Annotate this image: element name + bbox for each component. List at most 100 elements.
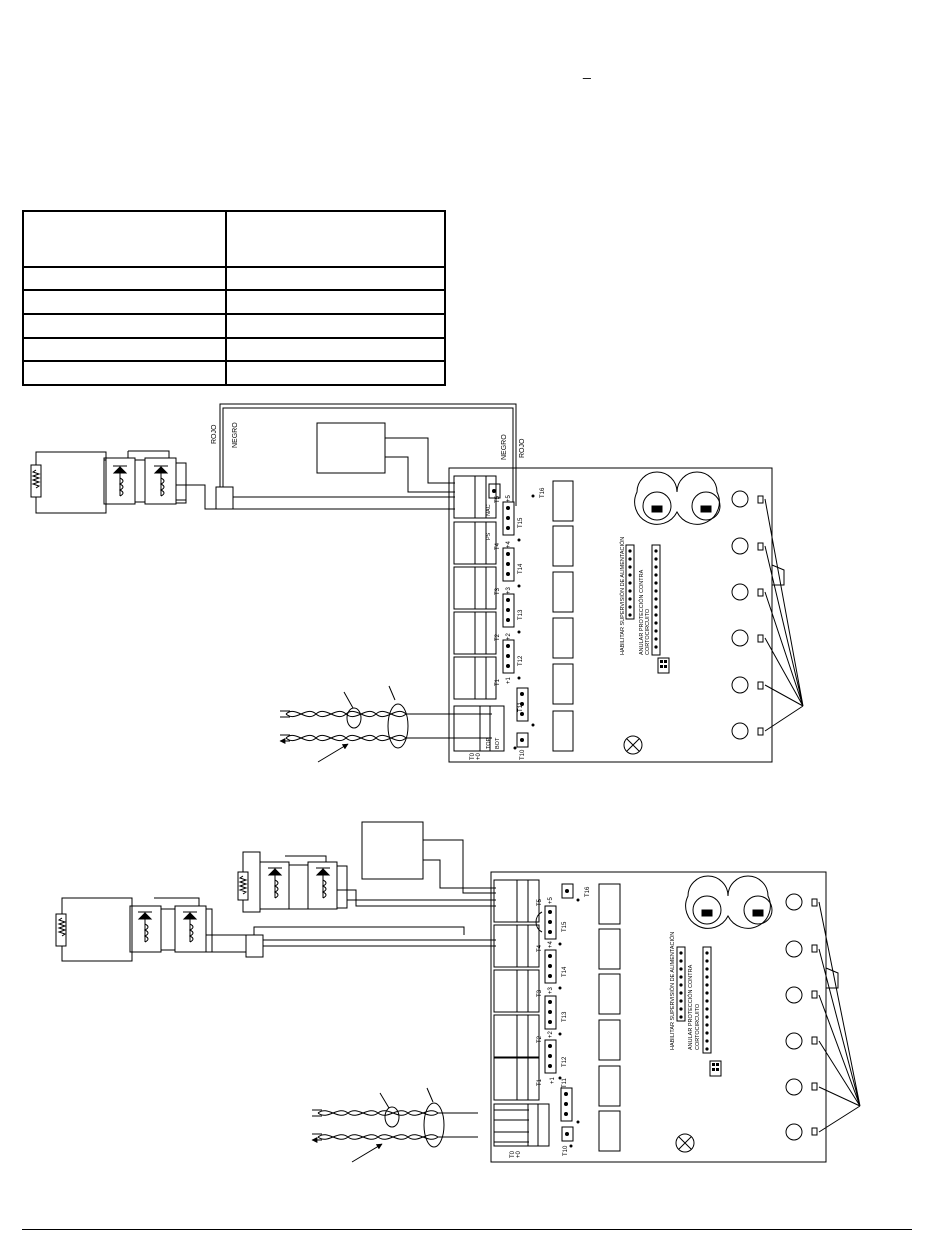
table-row bbox=[22, 312, 446, 339]
table-cell bbox=[225, 210, 446, 268]
pin-label: TOP bbox=[486, 737, 492, 749]
diode-icon bbox=[267, 867, 283, 898]
terminal-label: T11 bbox=[562, 1077, 568, 1088]
terminal-blocks bbox=[493, 879, 550, 1147]
eol-device bbox=[237, 851, 261, 913]
power-supply-box bbox=[361, 821, 424, 880]
table-cell bbox=[22, 336, 227, 363]
control-board bbox=[448, 467, 773, 763]
eol-device bbox=[30, 451, 107, 514]
diagram-top-labels: ROJO NEGRO NEGRO ROJO T16 T5 T15 T4 T14 … bbox=[211, 422, 651, 760]
table-cell bbox=[22, 360, 227, 386]
control-board bbox=[490, 871, 827, 1163]
terminal-label: T13 bbox=[518, 609, 524, 620]
module-text: CORTOCIRCUITO bbox=[695, 1003, 701, 1050]
header-pins bbox=[492, 489, 535, 750]
coil-icon bbox=[143, 923, 149, 943]
header-pins bbox=[548, 889, 580, 1148]
diagram-top bbox=[30, 403, 804, 763]
terminal-label: T15 bbox=[518, 517, 524, 528]
rotary-switches bbox=[634, 471, 721, 525]
terminal-label: T16 bbox=[585, 886, 591, 897]
table-cell bbox=[22, 210, 227, 268]
diode-module bbox=[307, 861, 338, 910]
wire-label: ROJO bbox=[519, 438, 526, 458]
table-row bbox=[22, 360, 446, 386]
power-supply-box bbox=[316, 422, 386, 474]
terminal-label: T10 bbox=[563, 1145, 569, 1156]
led-indicators bbox=[731, 490, 804, 740]
dip-switch-columns bbox=[676, 946, 722, 1077]
terminal-label: T3 bbox=[495, 587, 501, 595]
terminal-label: T15 bbox=[562, 921, 568, 932]
plus-label: +3 bbox=[506, 586, 512, 594]
terminal-label: T10 bbox=[520, 749, 526, 760]
led-indicators bbox=[785, 893, 861, 1141]
plus-label: +4 bbox=[548, 940, 554, 948]
spec-table bbox=[22, 210, 446, 386]
module-text: HABILITAR SUPERVISIÓN DE ALIMENTACIÓN bbox=[619, 537, 626, 655]
table-cell bbox=[225, 265, 446, 292]
diode-module bbox=[103, 457, 136, 505]
coil-icon bbox=[188, 923, 194, 943]
resistor-icon bbox=[57, 917, 67, 937]
plus-label: +1 bbox=[550, 1076, 556, 1084]
pin-label: NAC bbox=[486, 504, 492, 516]
table-header-row bbox=[22, 210, 446, 268]
table-cell bbox=[22, 265, 227, 292]
plus-label: +1 bbox=[506, 676, 512, 684]
terminal-label: T1 bbox=[537, 1078, 543, 1086]
resistor-icon bbox=[31, 469, 41, 489]
module-text: ANULAR PROTECCIÓN CONTRA bbox=[687, 964, 694, 1050]
terminal-label: T4 bbox=[537, 944, 543, 952]
terminal-label: T5 bbox=[537, 898, 543, 906]
footer-rule bbox=[22, 1229, 912, 1230]
terminal-label: T3 bbox=[537, 989, 543, 997]
terminal-label: T2 bbox=[537, 1035, 543, 1043]
diode-icon bbox=[112, 465, 128, 496]
terminal-label: T5 bbox=[495, 495, 501, 503]
terminal-label: T12 bbox=[518, 655, 524, 666]
terminal-label: T2 bbox=[495, 633, 501, 641]
dip-pins bbox=[679, 951, 719, 1071]
eol-device bbox=[55, 897, 133, 962]
diode-icon bbox=[182, 911, 198, 942]
relay-windows bbox=[552, 480, 574, 752]
diagram-bottom bbox=[55, 821, 861, 1163]
plus-label: +3 bbox=[548, 986, 554, 994]
terminal-label: T14 bbox=[562, 966, 568, 977]
table-row bbox=[22, 289, 446, 315]
rotary-switches bbox=[685, 875, 773, 929]
table-row bbox=[22, 265, 446, 292]
mounting-screw-icon bbox=[675, 1133, 695, 1153]
connector-block bbox=[215, 486, 234, 510]
terminal-label: T1 bbox=[495, 678, 501, 686]
twisted-pair-cables bbox=[280, 685, 492, 763]
terminal-label: T14 bbox=[518, 563, 524, 574]
pin-label: BOT bbox=[495, 737, 501, 749]
diode-icon bbox=[315, 867, 331, 898]
terminal-blocks bbox=[453, 475, 505, 752]
diode-module bbox=[144, 457, 177, 505]
table-cell bbox=[22, 312, 227, 339]
diode-icon bbox=[153, 465, 169, 496]
terminal-label: T0 bbox=[470, 752, 476, 760]
relay-windows bbox=[598, 883, 621, 1152]
resistor-icon bbox=[238, 875, 248, 895]
jumper-headers bbox=[535, 883, 574, 1142]
diode-module bbox=[259, 861, 290, 910]
terminal-label: T0 bbox=[510, 1150, 516, 1158]
mounting-screw-icon bbox=[623, 735, 643, 755]
header-mark: _ bbox=[583, 63, 591, 79]
plus-label: +2 bbox=[548, 1030, 554, 1038]
terminal-label: T11 bbox=[518, 701, 524, 712]
terminal-label: T4 bbox=[495, 542, 501, 550]
diagram-bottom-labels: T16 T5 T15 T4 T14 T3 T13 T2 T12 T1 T11 T… bbox=[510, 886, 701, 1158]
plus-label: +5 bbox=[506, 494, 512, 502]
plus-label: +0 bbox=[516, 1150, 522, 1158]
plus-label: +4 bbox=[506, 540, 512, 548]
table-cell bbox=[225, 312, 446, 339]
wire-label: ROJO bbox=[211, 424, 218, 444]
table-cell bbox=[22, 289, 227, 315]
